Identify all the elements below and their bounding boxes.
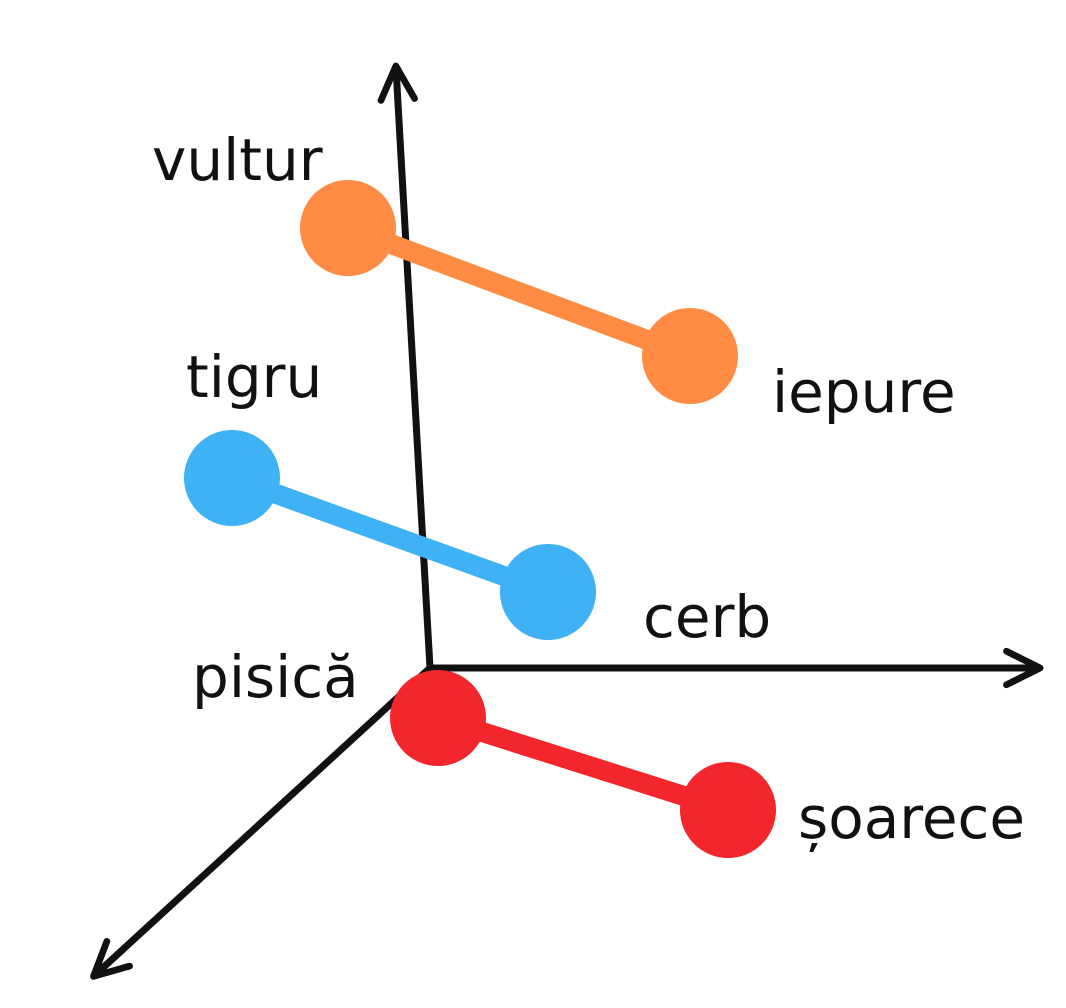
pair-tigru-cerb: tigru cerb xyxy=(184,343,771,651)
label-vultur: vultur xyxy=(152,126,323,194)
point-pisica xyxy=(390,670,486,766)
y-axis xyxy=(377,62,434,672)
point-vultur xyxy=(300,180,396,276)
label-cerb: cerb xyxy=(643,583,771,651)
pair-pisica-soarece: pisică șoarece xyxy=(192,643,1025,858)
point-tigru xyxy=(184,430,280,526)
pair-vultur-iepure: vultur iepure xyxy=(152,126,956,426)
z-axis xyxy=(90,664,434,980)
label-pisica: pisică xyxy=(192,643,359,711)
point-iepure xyxy=(642,308,738,404)
axes xyxy=(90,62,1044,980)
point-cerb xyxy=(500,544,596,640)
connector-vultur-iepure xyxy=(338,218,700,366)
connector-pisica-soarece xyxy=(428,708,738,820)
label-iepure: iepure xyxy=(772,358,956,426)
label-soarece: șoarece xyxy=(798,784,1025,852)
point-soarece xyxy=(680,762,776,858)
label-tigru: tigru xyxy=(186,343,322,411)
connector-tigru-cerb xyxy=(222,468,558,602)
